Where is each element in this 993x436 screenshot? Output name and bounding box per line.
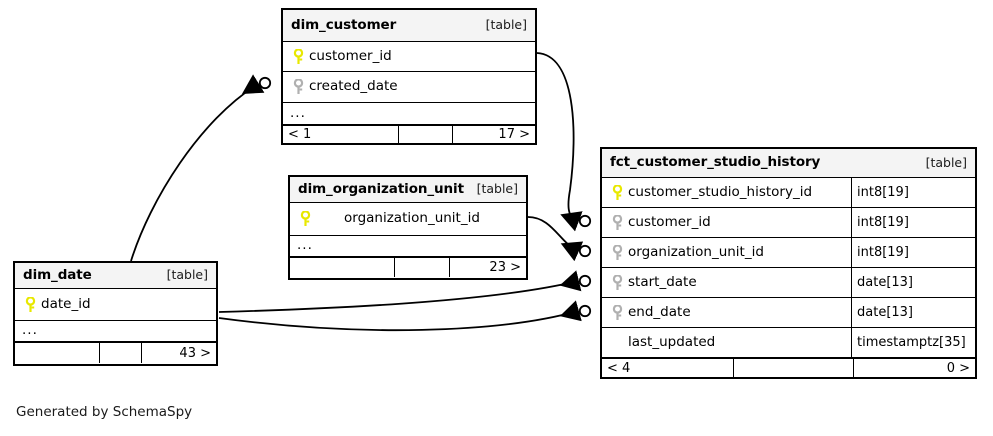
- column-name-cell: start_date: [602, 268, 851, 297]
- footer-middle: [398, 126, 452, 143]
- foreign-key-icon: [609, 214, 626, 231]
- column-label: customer_id: [309, 47, 392, 64]
- column-label: organization_unit_id: [628, 243, 764, 260]
- edge-customer-to-fct: [536, 52, 583, 232]
- column-row-organization-unit-id[interactable]: organization_unit_id int8[19]: [602, 238, 975, 268]
- table-footer: < 1 17 >: [283, 125, 535, 143]
- cardinality-circle: [578, 304, 592, 318]
- foreign-key-icon: [609, 244, 626, 261]
- table-footer: 23 >: [290, 257, 526, 277]
- column-label: end_date: [628, 303, 691, 320]
- footer-child-count: 0 >: [853, 359, 975, 378]
- primary-key-icon: [290, 48, 307, 65]
- primary-key-icon: [609, 184, 626, 201]
- column-type: date[13]: [851, 298, 975, 327]
- table-type-tag: [table]: [166, 267, 208, 283]
- column-type: timestamptz[35]: [851, 328, 975, 357]
- table-title: dim_date: [23, 266, 92, 283]
- primary-key-icon: [297, 211, 314, 227]
- column-name-cell: end_date: [602, 298, 851, 327]
- column-name-cell: last_updated: [602, 328, 851, 357]
- table-dim-date[interactable]: dim_date [table] date_id ... 43 >: [13, 261, 218, 366]
- column-label: created_date: [309, 78, 398, 95]
- column-name-cell: organization_unit_id: [290, 203, 526, 235]
- footer-parent-count: < 1: [288, 127, 312, 142]
- edge-date-to-fct-end: [218, 300, 582, 332]
- column-name-cell: created_date: [283, 72, 535, 102]
- table-header: fct_customer_studio_history [table]: [602, 149, 975, 178]
- cardinality-circle: [578, 214, 592, 228]
- column-type: int8[19]: [851, 238, 975, 267]
- column-name-cell: organization_unit_id: [602, 238, 851, 267]
- column-type: int8[19]: [851, 208, 975, 237]
- column-row-customer-id[interactable]: customer_id int8[19]: [602, 208, 975, 238]
- table-header: dim_organization_unit [table]: [290, 177, 526, 203]
- column-name-cell: date_id: [15, 289, 216, 320]
- table-dim-customer[interactable]: dim_customer [table] customer_id created…: [281, 8, 537, 145]
- column-row-customer-id[interactable]: customer_id: [283, 42, 535, 72]
- generated-by-caption: Generated by SchemaSpy: [16, 404, 193, 420]
- footer-child-count: 23 >: [449, 258, 526, 277]
- footer-middle: [99, 343, 141, 363]
- column-label: start_date: [628, 273, 697, 290]
- edge-date-to-fct-start: [218, 270, 582, 313]
- column-label: organization_unit_id: [344, 210, 480, 227]
- edge-orgunit-to-fct: [527, 216, 584, 262]
- table-type-tag: [table]: [485, 17, 527, 33]
- table-title: dim_organization_unit: [298, 180, 464, 197]
- footer-parent-count: [290, 258, 394, 277]
- table-dim-organization-unit[interactable]: dim_organization_unit [table] organizati…: [288, 175, 528, 280]
- table-header: dim_date [table]: [15, 263, 216, 289]
- table-type-tag: [table]: [476, 181, 518, 197]
- cardinality-circle: [578, 244, 592, 258]
- foreign-key-icon: [609, 274, 626, 291]
- column-row-created-date[interactable]: created_date: [283, 72, 535, 103]
- column-label: customer_id: [628, 213, 711, 230]
- table-title: fct_customer_studio_history: [610, 154, 821, 171]
- more-columns-ellipsis: ...: [15, 321, 216, 342]
- column-row-organization-unit-id[interactable]: organization_unit_id: [290, 203, 526, 236]
- more-columns-ellipsis: ...: [290, 236, 526, 257]
- column-label: customer_studio_history_id: [628, 183, 813, 200]
- footer-parent-count: < 4: [607, 361, 631, 376]
- column-row-date-id[interactable]: date_id: [15, 289, 216, 321]
- column-type: int8[19]: [851, 178, 975, 207]
- table-fct-customer-studio-history[interactable]: fct_customer_studio_history [table] cust…: [600, 147, 977, 379]
- table-title: dim_customer: [291, 16, 397, 33]
- cardinality-circle: [578, 274, 592, 288]
- footer-parent-count: [15, 343, 99, 363]
- column-row-last-updated[interactable]: last_updated timestamptz[35]: [602, 328, 975, 358]
- column-name-cell: customer_id: [283, 42, 535, 71]
- table-footer: 43 >: [15, 342, 216, 363]
- table-type-tag: [table]: [925, 154, 967, 170]
- table-header: dim_customer [table]: [283, 10, 535, 42]
- column-row-start-date[interactable]: start_date date[13]: [602, 268, 975, 298]
- primary-key-icon: [22, 296, 39, 313]
- more-columns-ellipsis: ...: [283, 103, 535, 125]
- column-type: date[13]: [851, 268, 975, 297]
- footer-child-count: 43 >: [141, 343, 216, 363]
- foreign-key-icon: [290, 79, 307, 95]
- column-name-cell: customer_studio_history_id: [602, 178, 851, 207]
- footer-middle: [733, 359, 853, 378]
- column-row-end-date[interactable]: end_date date[13]: [602, 298, 975, 328]
- column-row-customer-studio-history-id[interactable]: customer_studio_history_id int8[19]: [602, 178, 975, 208]
- column-label: date_id: [41, 295, 91, 312]
- column-label: last_updated: [628, 333, 716, 350]
- footer-child-count: 17 >: [452, 126, 535, 143]
- footer-middle: [394, 258, 449, 277]
- table-footer: < 4 0 >: [602, 358, 975, 378]
- column-name-cell: customer_id: [602, 208, 851, 237]
- cardinality-circle: [258, 76, 272, 90]
- foreign-key-icon: [609, 304, 626, 321]
- edge-date-to-customer: [130, 74, 265, 262]
